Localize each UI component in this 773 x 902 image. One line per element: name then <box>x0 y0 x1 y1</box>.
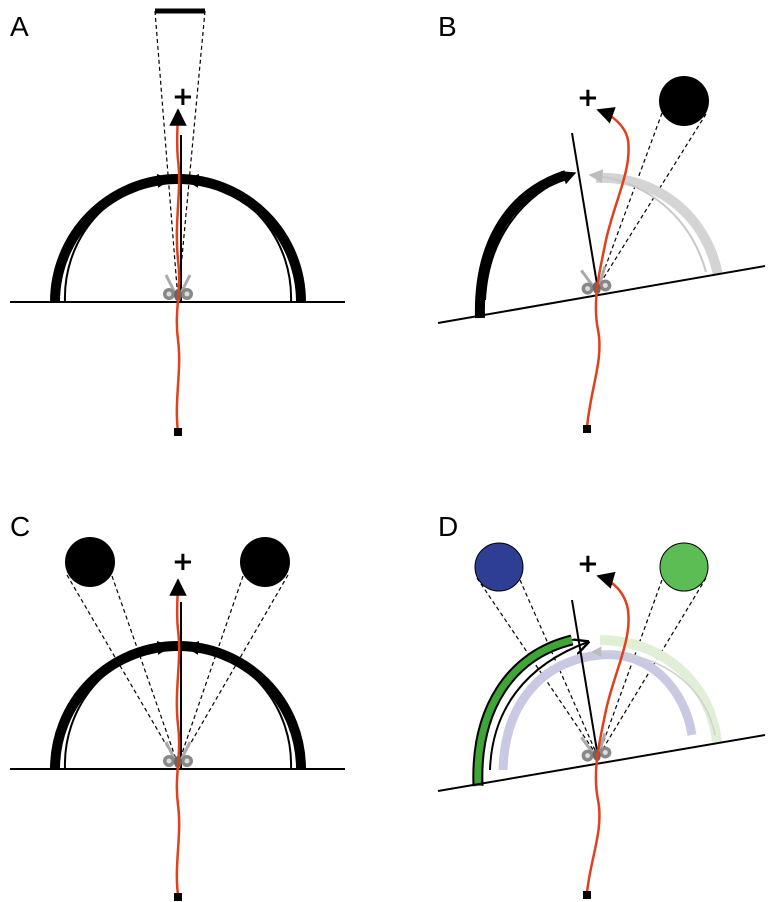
arena-arc <box>474 170 568 319</box>
heading-line <box>571 599 599 758</box>
panel-b: B + <box>437 11 766 433</box>
light-green-arc <box>599 635 722 743</box>
start-marker <box>174 893 182 901</box>
fixation-cross: + <box>172 82 194 112</box>
turn-arrow-right <box>184 173 293 303</box>
panel-c: C + <box>10 511 345 901</box>
panel-a: A + <box>10 8 345 436</box>
panel-label-c: C <box>10 511 30 542</box>
view-line <box>597 579 663 758</box>
fly-trajectory <box>169 578 187 896</box>
panel-d: D + <box>437 511 766 899</box>
turn-arrow-right <box>184 640 293 770</box>
fly-trajectory <box>585 107 630 429</box>
view-line <box>519 579 599 758</box>
dark-object-right <box>240 537 290 587</box>
heading-line <box>571 132 599 291</box>
turn-arrow-left <box>63 173 172 303</box>
turn-arrow-left <box>63 640 172 770</box>
start-marker <box>174 428 182 436</box>
view-line <box>177 574 289 766</box>
view-line <box>177 10 206 301</box>
dark-object-left <box>65 537 115 587</box>
tilted-baseline <box>437 734 766 792</box>
fly-trajectory <box>585 571 630 894</box>
fixation-cross: + <box>172 547 194 577</box>
faded-arc <box>595 172 723 277</box>
start-marker <box>583 425 591 433</box>
fixation-cross: + <box>577 83 599 113</box>
faded-turn-arrow <box>588 169 707 273</box>
turn-arrow <box>484 171 577 301</box>
turn-arrow <box>489 642 588 771</box>
view-line <box>476 577 599 758</box>
view-line <box>111 575 179 766</box>
view-line <box>597 113 707 288</box>
view-line <box>177 575 244 766</box>
green-arc <box>474 636 573 787</box>
tilted-baseline <box>437 265 766 324</box>
faded-turn-arrow <box>590 646 716 736</box>
panel-label-b: B <box>438 11 457 42</box>
view-line <box>154 10 179 301</box>
fly-trajectory <box>169 108 187 433</box>
blue-object <box>474 542 524 592</box>
start-marker <box>583 891 591 899</box>
dark-object <box>659 76 709 126</box>
panel-label-a: A <box>10 11 29 42</box>
panel-label-d: D <box>438 511 458 542</box>
view-line <box>66 574 179 766</box>
green-object <box>659 542 709 592</box>
fixation-cross: + <box>577 549 599 579</box>
view-line <box>597 112 663 288</box>
